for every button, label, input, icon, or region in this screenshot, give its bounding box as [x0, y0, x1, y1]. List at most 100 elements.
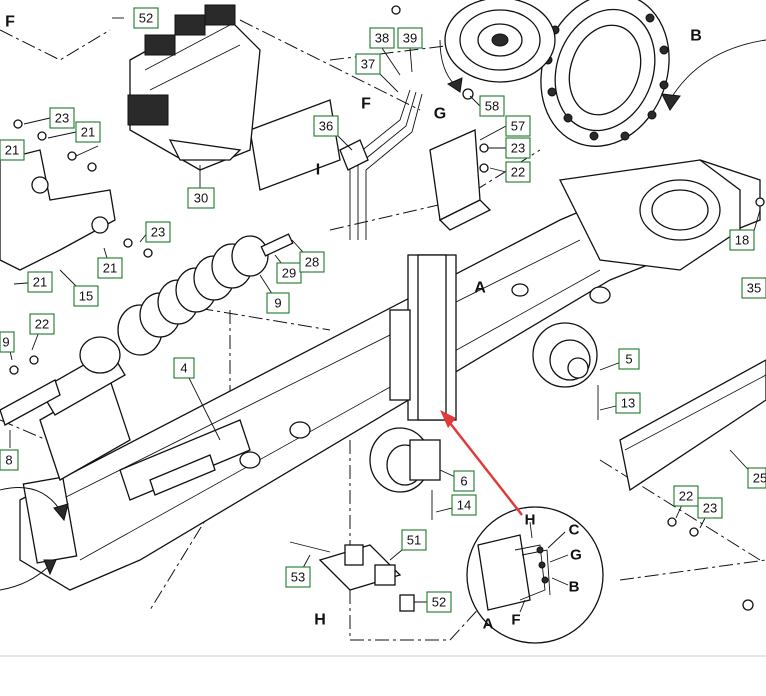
svg-text:21: 21 [103, 261, 117, 276]
callouts: 52 38 39 37 36 58 57 23 22 21 23 21 30 2… [0, 7, 766, 613]
callout-14: 14 [451, 494, 477, 516]
svg-text:9: 9 [274, 296, 281, 311]
callout-37: 37 [355, 53, 381, 75]
callout-22-right: 22 [673, 485, 699, 507]
detail-letter-b: B [569, 579, 580, 596]
callout-30: 30 [187, 187, 215, 209]
callout-5: 5 [618, 348, 640, 370]
callout-4: 4 [173, 357, 195, 379]
callout-52-bottom: 52 [426, 591, 452, 613]
detail-letter-h: H [525, 512, 536, 529]
mounting-plate [429, 129, 492, 231]
svg-text:4: 4 [180, 361, 187, 376]
callout-21-upper: 21 [75, 121, 101, 143]
callout-23-mid: 23 [145, 221, 171, 243]
detail-view [466, 506, 604, 644]
svg-text:39: 39 [403, 31, 417, 46]
svg-text:18: 18 [735, 233, 749, 248]
svg-text:23: 23 [511, 141, 525, 156]
recoil-post [389, 254, 457, 421]
detail-letter-a: A [483, 616, 494, 633]
bolts [9, 5, 765, 611]
svg-text:38: 38 [375, 31, 389, 46]
svg-text:53: 53 [291, 570, 305, 585]
section-letters: F B F G I A H [5, 14, 702, 629]
detail-letter-g: G [570, 547, 582, 564]
callout-21-left: 21 [0, 139, 25, 161]
svg-text:22: 22 [679, 489, 693, 504]
svg-text:35: 35 [747, 281, 761, 296]
letter-h-bottom: H [314, 612, 326, 629]
idler-bracket [0, 149, 116, 271]
svg-text:21: 21 [33, 275, 47, 290]
letter-b-top: B [690, 28, 702, 45]
callout-9-left: 9 [0, 331, 15, 353]
recoil-spring [117, 233, 294, 356]
svg-text:58: 58 [485, 99, 499, 114]
callout-23-right: 23 [697, 497, 723, 519]
svg-text:9: 9 [2, 335, 9, 350]
callout-51: 51 [401, 529, 427, 551]
sprocket-wheel [540, 0, 670, 147]
callout-52-top: 52 [133, 7, 159, 29]
callout-8: 8 [0, 449, 19, 471]
detail-pointer-arrow [440, 410, 523, 516]
track-roller [369, 427, 441, 520]
callout-21-mid: 21 [97, 257, 123, 279]
svg-text:22: 22 [35, 317, 49, 332]
callout-22-center: 22 [505, 161, 531, 183]
svg-text:15: 15 [79, 289, 93, 304]
svg-text:13: 13 [621, 396, 635, 411]
detail-letter-f: F [511, 612, 520, 629]
svg-text:52: 52 [139, 11, 153, 26]
svg-text:30: 30 [194, 191, 208, 206]
callout-53: 53 [285, 566, 311, 588]
callout-36: 36 [313, 115, 339, 137]
carrier-roller [532, 322, 599, 420]
callout-9-spring: 9 [266, 292, 290, 314]
hydraulic-lines [339, 89, 423, 240]
callout-18: 18 [729, 229, 755, 251]
svg-text:23: 23 [55, 111, 69, 126]
svg-text:5: 5 [625, 352, 632, 367]
detail-letter-c: C [569, 522, 580, 539]
callout-39: 39 [397, 27, 423, 49]
callout-6: 6 [453, 470, 475, 492]
svg-text:22: 22 [511, 165, 525, 180]
svg-text:37: 37 [361, 57, 375, 72]
svg-text:25: 25 [753, 471, 766, 486]
callout-38: 38 [369, 27, 395, 49]
svg-text:14: 14 [457, 498, 471, 513]
letter-f-hose: F [361, 96, 371, 113]
track-guard-beam [619, 359, 766, 492]
svg-text:52: 52 [432, 595, 446, 610]
clamp-assembly [289, 541, 415, 612]
callout-29: 29 [276, 262, 302, 284]
direction-arrows [0, 39, 766, 591]
svg-text:36: 36 [319, 119, 333, 134]
callout-22-left: 22 [29, 313, 55, 335]
svg-text:51: 51 [407, 533, 421, 548]
svg-text:57: 57 [511, 119, 525, 134]
svg-text:29: 29 [282, 266, 296, 281]
callout-15: 15 [73, 285, 99, 307]
callout-58: 58 [479, 95, 505, 117]
callout-25: 25 [747, 467, 766, 489]
svg-text:21: 21 [81, 125, 95, 140]
callout-35: 35 [741, 277, 766, 299]
svg-text:28: 28 [305, 255, 319, 270]
svg-text:6: 6 [460, 474, 467, 489]
callout-28: 28 [299, 251, 325, 273]
callout-13: 13 [615, 392, 641, 414]
callout-23-left: 23 [49, 107, 75, 129]
svg-text:8: 8 [5, 453, 12, 468]
letter-a-frame: A [474, 280, 486, 297]
svg-text:21: 21 [5, 143, 19, 158]
final-drive [444, 0, 556, 83]
detail-letters: H C G B F A [483, 512, 582, 633]
callout-57: 57 [505, 115, 531, 137]
letter-i: I [316, 162, 320, 179]
idler-wheel [127, 4, 261, 171]
svg-text:23: 23 [151, 225, 165, 240]
